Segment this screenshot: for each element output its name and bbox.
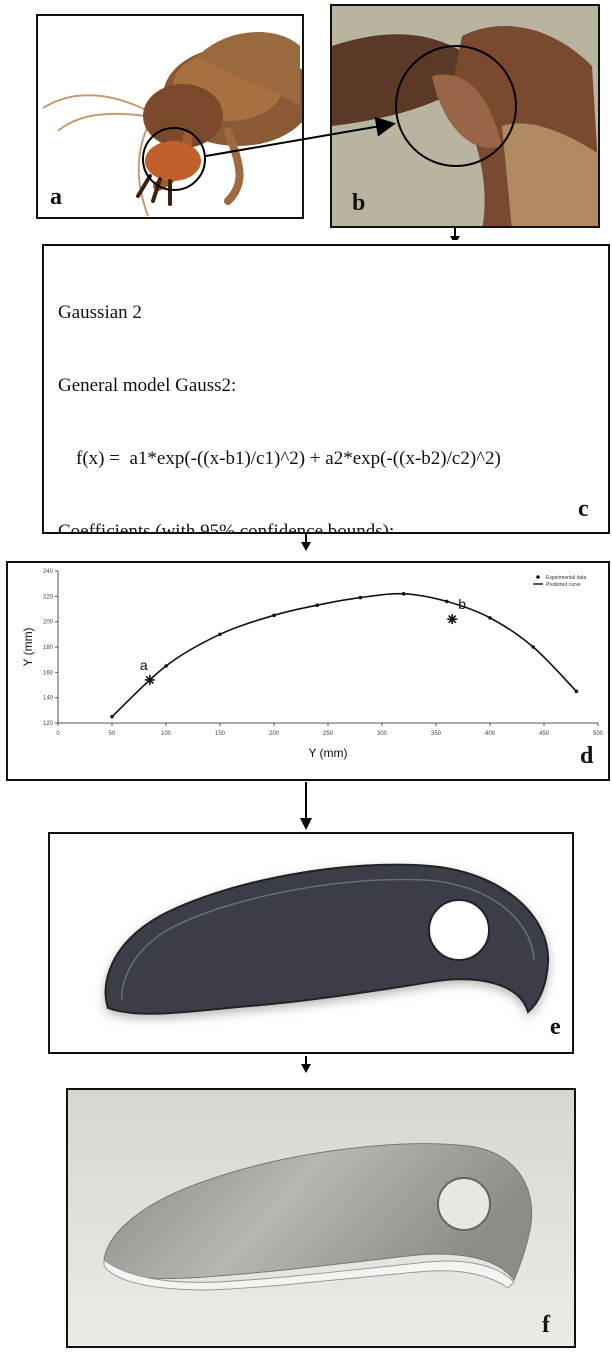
experimental-point xyxy=(574,689,579,694)
cad-blade-render xyxy=(104,863,550,1015)
experimental-point xyxy=(218,632,222,637)
x-tick-label: 400 xyxy=(485,731,496,737)
claw-closeup-photo xyxy=(332,6,598,226)
legend-label: Experimental data xyxy=(546,575,587,581)
x-tick-label: 100 xyxy=(161,731,172,737)
x-tick-label: 450 xyxy=(539,731,550,737)
x-axis-label: Y (mm) xyxy=(308,746,347,760)
x-tick-label: 500 xyxy=(593,731,604,737)
x-tick-label: 300 xyxy=(377,731,388,737)
annotation-label: a xyxy=(140,657,148,673)
experimental-point xyxy=(401,592,406,596)
y-tick-label: 200 xyxy=(43,620,54,626)
photo-panel-a: a xyxy=(36,14,304,219)
y-tick-label: 140 xyxy=(43,696,54,702)
model-panel: Gaussian 2 General model Gauss2: f(x) = … xyxy=(42,244,610,534)
panel-label-e: e xyxy=(550,1014,561,1040)
y-tick-label: 220 xyxy=(43,594,54,600)
y-tick-label: 240 xyxy=(43,569,54,575)
model-text: Gaussian 2 General model Gauss2: f(x) = … xyxy=(58,252,501,534)
x-tick-label: 150 xyxy=(215,731,226,737)
y-axis-label: Y (mm) xyxy=(21,627,35,666)
panel-label-d: d xyxy=(580,743,594,769)
x-tick-label: 200 xyxy=(269,731,280,737)
experimental-point xyxy=(315,603,320,607)
panel-label-b: b xyxy=(352,190,366,216)
model-name: Gaussian 2 xyxy=(58,301,142,323)
x-tick-label: 50 xyxy=(109,731,116,737)
annotation-label: b xyxy=(458,596,466,612)
photo-panel-b: b xyxy=(330,4,600,228)
chart-panel: 0 50 100 150 200 250 300 350 400 450 500 120 140 160 1… xyxy=(6,561,610,781)
mole-cricket-photo xyxy=(38,16,302,217)
panel-label-f: f xyxy=(542,1312,550,1338)
y-tick-label: 160 xyxy=(43,670,54,676)
legend-label: Predicted curve xyxy=(546,582,581,588)
coeff-header: Coefficients (with 95% confidence bounds… xyxy=(58,521,395,534)
annotation-marker xyxy=(145,675,154,685)
experimental-point xyxy=(110,714,114,719)
experimental-point xyxy=(272,613,276,618)
experimental-point xyxy=(164,664,168,668)
experimental-point xyxy=(358,595,363,600)
legend-marker xyxy=(536,575,540,579)
x-tick-label: 0 xyxy=(56,731,60,737)
cad-panel: e xyxy=(48,832,574,1054)
predicted-curve xyxy=(111,592,577,718)
annotation-marker xyxy=(448,615,457,624)
metal-blade-photo xyxy=(68,1090,574,1346)
panel-label-a: a xyxy=(50,184,62,210)
y-tick-label: 120 xyxy=(43,721,54,727)
connector-arrow xyxy=(301,1056,311,1073)
y-tick-label: 180 xyxy=(43,645,54,651)
panel-label-c: c xyxy=(578,496,589,522)
connector-arrow xyxy=(301,534,311,551)
curve-chart: 0 50 100 150 200 250 300 350 400 450 500 120 140 160 1… xyxy=(21,569,604,760)
model-formula: f(x) = a1*exp(-((x-b1)/c1)^2) + a2*exp(-… xyxy=(76,448,501,470)
experimental-point xyxy=(488,616,492,620)
model-general: General model Gauss2: xyxy=(58,375,237,397)
x-tick-label: 350 xyxy=(431,731,442,737)
experimental-point xyxy=(445,599,449,604)
connector-arrow xyxy=(300,782,312,830)
experimental-point xyxy=(531,645,535,649)
x-tick-label: 250 xyxy=(323,731,334,737)
connector-arrow xyxy=(205,116,460,240)
fabricated-part-panel: f xyxy=(66,1088,576,1348)
